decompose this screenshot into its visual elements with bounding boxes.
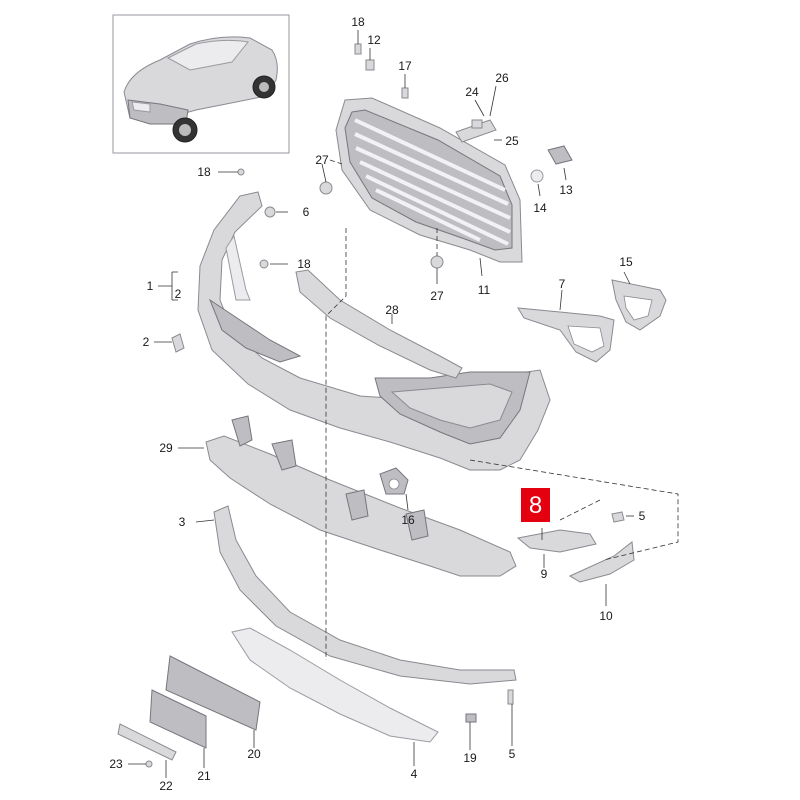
callout-7[interactable]: 7: [559, 277, 566, 291]
callout-15[interactable]: 15: [619, 255, 633, 269]
callout-14[interactable]: 14: [533, 201, 547, 215]
callout-6[interactable]: 6: [303, 205, 310, 219]
callout-25[interactable]: 25: [505, 134, 519, 148]
callout-28[interactable]: 28: [385, 303, 399, 317]
vehicle-thumbnail: [112, 14, 290, 154]
callout-2-bracket[interactable]: 2: [175, 287, 182, 301]
callout-24[interactable]: 24: [465, 85, 479, 99]
callout-18-left[interactable]: 18: [197, 165, 211, 179]
small-hardware: [145, 43, 625, 768]
callout-1[interactable]: 1: [147, 279, 154, 293]
callout-12[interactable]: 12: [367, 33, 381, 47]
callout-4[interactable]: 4: [411, 767, 418, 781]
callout-21[interactable]: 21: [197, 769, 211, 783]
callout-5-bottom[interactable]: 5: [509, 747, 516, 761]
callout-20[interactable]: 20: [247, 747, 261, 761]
callout-3[interactable]: 3: [179, 515, 186, 529]
lower-carrier-part-29: [205, 415, 517, 577]
air-guide-part-10: [568, 541, 635, 583]
air-guide-part-9: [516, 529, 597, 553]
bracket-strip-part-28: [295, 269, 463, 379]
side-vent-part-15: [611, 279, 667, 331]
grille-part-11: [335, 97, 523, 263]
callout-22[interactable]: 22: [159, 779, 173, 793]
callout-2[interactable]: 2: [143, 335, 150, 349]
callout-26[interactable]: 26: [495, 71, 509, 85]
callout-19[interactable]: 19: [463, 751, 477, 765]
callout-18-top[interactable]: 18: [351, 15, 365, 29]
callout-9[interactable]: 9: [541, 567, 548, 581]
plate-carrier-part-21: [149, 689, 207, 749]
undertray-part-4: [231, 627, 439, 743]
callout-5-right[interactable]: 5: [639, 509, 646, 523]
highlighted-part-number: 8: [529, 492, 542, 519]
trim-strip-part-22: [117, 723, 177, 761]
callout-27-mid[interactable]: 27: [430, 289, 444, 303]
callout-16[interactable]: 16: [401, 513, 415, 527]
leader-lines: [128, 30, 634, 778]
callout-13[interactable]: 13: [559, 183, 573, 197]
highlighted-part-badge[interactable]: 8: [521, 488, 550, 522]
callout-29[interactable]: 29: [159, 441, 173, 455]
callout-17[interactable]: 17: [398, 59, 412, 73]
callout-numbers: 18 12 17 26 24 25 27 13 14 18 6 18 1 2 2…: [109, 15, 645, 793]
highlight-box: [521, 488, 550, 522]
callout-11[interactable]: 11: [478, 283, 491, 297]
plate-carrier-part-20: [165, 655, 261, 731]
bumper-cover-part-1: [197, 191, 551, 471]
guide-lines: [325, 159, 679, 660]
callout-18-mid[interactable]: 18: [297, 257, 311, 271]
spoiler-lip-part-3: [213, 505, 517, 685]
callout-10[interactable]: 10: [599, 609, 613, 623]
callout-23[interactable]: 23: [109, 757, 123, 771]
side-vent-part-7: [517, 307, 615, 363]
callout-27-top[interactable]: 27: [315, 153, 329, 167]
